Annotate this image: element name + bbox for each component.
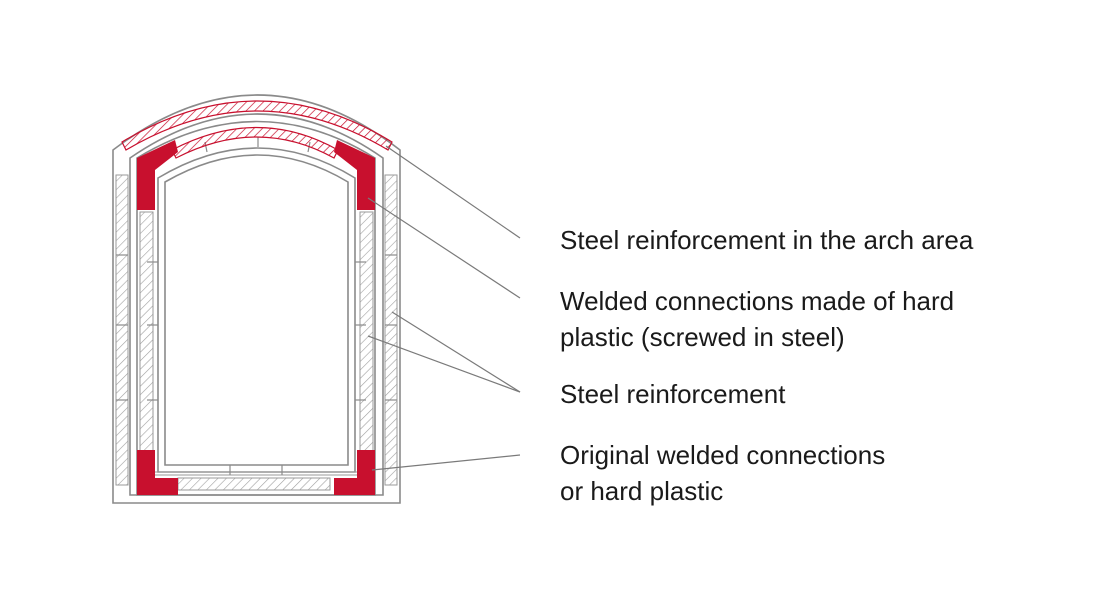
left-outer-steel xyxy=(115,174,129,486)
right-sash-steel xyxy=(359,211,374,453)
bottom-sash-steel xyxy=(177,477,331,491)
label-welded-hard-plastic: Welded connections made of hard plastic … xyxy=(560,283,954,355)
label-line: plastic (screwed in steel) xyxy=(560,322,845,352)
leader-welded-hard-plastic xyxy=(367,197,521,299)
right-outer-steel xyxy=(384,174,398,486)
label-line: Steel reinforcement xyxy=(560,379,786,409)
arch-outer-steel xyxy=(121,100,393,151)
glazing-inner-line xyxy=(164,154,349,466)
leader-lines xyxy=(367,145,521,471)
label-line: or hard plastic xyxy=(560,476,724,506)
label-arch-steel-reinforcement: Steel reinforcement in the arch area xyxy=(560,222,973,258)
red-welded-connections xyxy=(137,140,375,495)
label-line: Welded connections made of hard xyxy=(560,286,955,316)
arch-inner-steel xyxy=(171,126,339,159)
sash-outer-outline xyxy=(136,120,376,496)
bottom-left-connection xyxy=(137,450,178,495)
leader-steel-outer xyxy=(391,311,521,393)
arch-steel-reinforcement xyxy=(121,100,393,159)
label-steel-reinforcement: Steel reinforcement xyxy=(560,376,785,412)
outer-frame-inner-line xyxy=(129,113,384,496)
glazing-opening-outline xyxy=(157,147,356,473)
top-left-connection xyxy=(137,140,178,210)
top-right-connection xyxy=(334,140,375,210)
label-line: Steel reinforcement in the arch area xyxy=(560,225,974,255)
leader-steel-sash xyxy=(367,335,521,393)
bottom-frame-steel xyxy=(149,471,363,476)
leader-original-welded xyxy=(371,454,521,471)
left-sash-steel xyxy=(139,211,154,453)
label-line: Original welded connections xyxy=(560,440,886,470)
label-original-welded: Original welded connections or hard plas… xyxy=(560,437,885,509)
leader-arch-steel xyxy=(385,145,521,239)
bottom-right-connection xyxy=(334,450,375,495)
